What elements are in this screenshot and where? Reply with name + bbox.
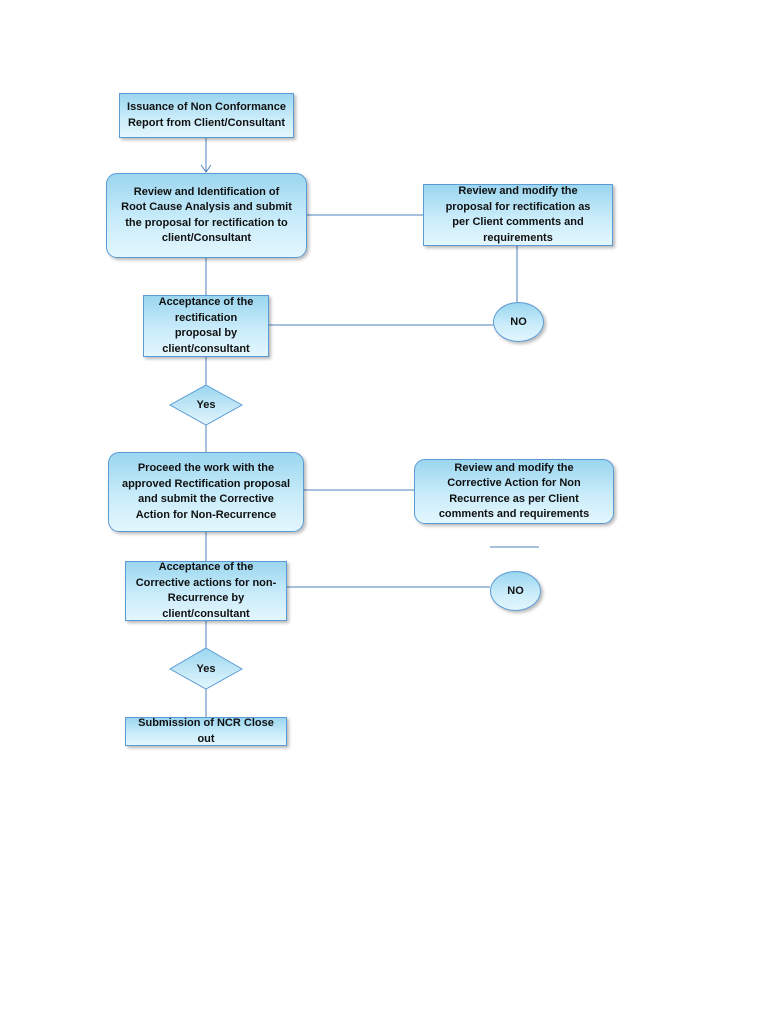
- review-root-cause-label: Review and Identification of Root Cause …: [121, 185, 292, 245]
- close-out-box: Submission of NCR Close out: [125, 717, 287, 746]
- modify-corrective-label: Review and modify the Corrective Action …: [438, 461, 590, 521]
- arrowhead-review: [200, 164, 212, 173]
- modify-corrective-box: Review and modify the Corrective Action …: [414, 459, 614, 524]
- close-out-label: Submission of NCR Close out: [138, 717, 274, 745]
- acceptance-corrective-label: Acceptance of the Corrective actions for…: [135, 561, 277, 620]
- yes-label-1: Yes: [196, 399, 216, 411]
- decision-diamond-2: [168, 647, 244, 690]
- acceptance-rectification-box: Acceptance of the rectification proposal…: [143, 295, 269, 357]
- proceed-work-box: Proceed the work with the approved Recti…: [108, 452, 304, 532]
- yes-label-1-wrap: Yes: [169, 385, 243, 425]
- decision-diamond-1: [168, 384, 244, 426]
- modify-proposal-label: Review and modify the proposal for recti…: [445, 185, 591, 244]
- acceptance-rectification-label: Acceptance of the rectification proposal…: [158, 296, 254, 355]
- issuance-box: Issuance of Non Conformance Report from …: [119, 93, 294, 138]
- acceptance-corrective-box: Acceptance of the Corrective actions for…: [125, 561, 287, 621]
- modify-proposal-box: Review and modify the proposal for recti…: [423, 184, 613, 246]
- proceed-work-label: Proceed the work with the approved Recti…: [121, 462, 291, 521]
- yes-label-2: Yes: [196, 663, 216, 675]
- no-ellipse-2: NO: [490, 571, 541, 611]
- yes-label-2-wrap: Yes: [169, 649, 243, 689]
- no-label-2: NO: [507, 585, 524, 597]
- no-ellipse-1: NO: [493, 302, 544, 342]
- issuance-label: Issuance of Non Conformance Report from …: [127, 101, 286, 129]
- review-root-cause-box: Review and Identification of Root Cause …: [106, 173, 307, 258]
- no-label-1: NO: [510, 316, 527, 328]
